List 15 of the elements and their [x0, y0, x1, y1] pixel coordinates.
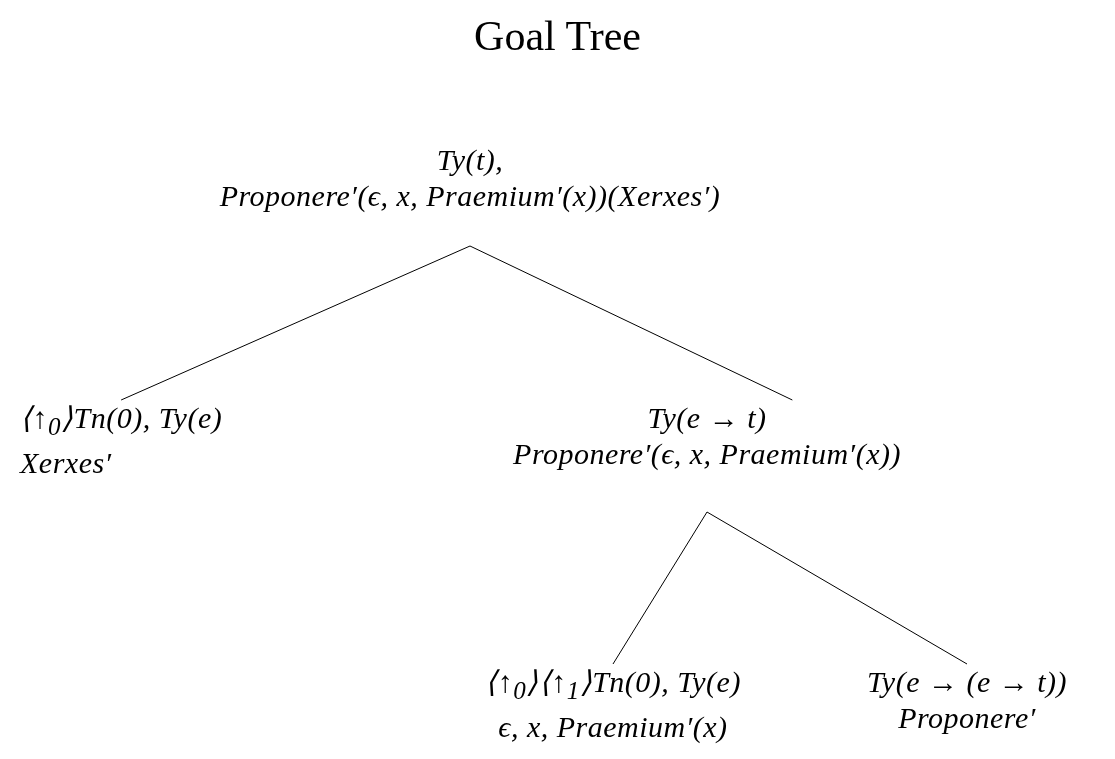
- node-value: Xerxes′: [20, 445, 112, 481]
- tree-branch-line: [612, 511, 708, 665]
- diagram-title: Goal Tree: [473, 12, 642, 60]
- tree-branch-line: [706, 511, 968, 665]
- node-label: Ty(t),: [436, 142, 504, 178]
- node-value: Proponere′: [898, 700, 1036, 736]
- node-value: Proponere′(ϵ, x, Praemium′(x))(Xerxes′): [219, 178, 721, 214]
- tree-branch-line: [120, 245, 471, 401]
- node-label: ⟨↑$_{0}$⟩⟨↑$_{1}$⟩Tn(0), Ty(e): [485, 664, 741, 706]
- node-value: Proponere′(ϵ, x, Praemium′(x)): [513, 436, 901, 472]
- node-label: Ty(e → t): [647, 400, 767, 436]
- node-label: Ty(e → (e → t)): [866, 664, 1068, 700]
- tree-branch-line: [469, 245, 793, 401]
- node-label: ⟨↑$_{0}$⟩Tn(0), Ty(e): [20, 400, 223, 442]
- node-value: ϵ, x, Praemium′(x): [498, 709, 728, 745]
